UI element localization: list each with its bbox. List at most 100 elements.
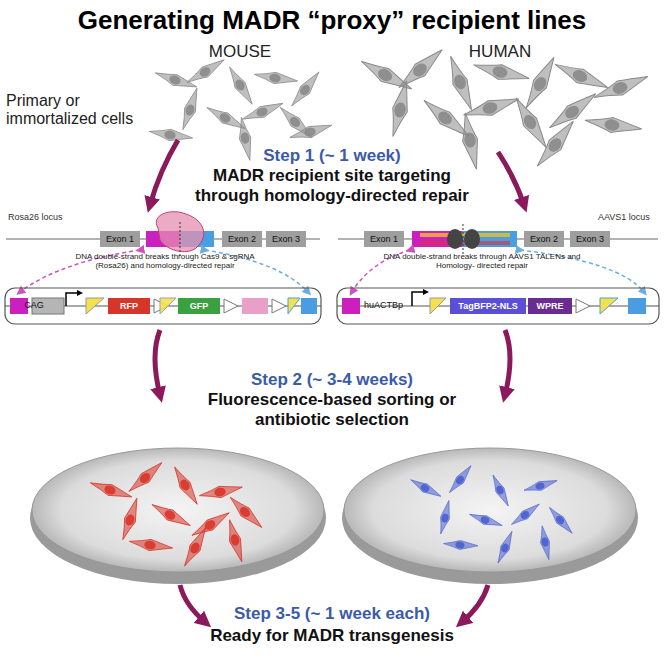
- cell-body: [458, 112, 483, 171]
- cell-body: [532, 117, 580, 171]
- exon-box: Exon 1: [364, 231, 404, 247]
- cell-nucleus: [303, 126, 316, 137]
- lox-site: [86, 298, 104, 314]
- dish-cells: [88, 459, 575, 569]
- cell: [552, 58, 610, 96]
- homology-arm: [301, 298, 317, 314]
- cell-nucleus: [411, 61, 430, 79]
- cassette: [242, 298, 268, 314]
- exon-box: Exon 2: [222, 231, 262, 247]
- step-arrow: [180, 585, 205, 622]
- cell-body: [408, 476, 442, 501]
- box-text: Exon 1: [106, 235, 134, 244]
- species-label: HUMAN: [440, 42, 560, 62]
- cell-body: [494, 530, 517, 565]
- cell-nucleus: [238, 505, 252, 519]
- cell-nucleus: [535, 482, 545, 491]
- cell: [240, 99, 285, 125]
- cell-nucleus: [436, 109, 455, 127]
- cell-nucleus: [240, 132, 250, 145]
- promoter-label: CAG: [20, 300, 48, 310]
- cell-body: [236, 116, 255, 161]
- locus-label: AAVS1 locus: [598, 212, 660, 222]
- step-description: Fluorescence-based sorting or antibiotic…: [182, 390, 482, 429]
- cell: [510, 94, 552, 151]
- cell-body: [510, 94, 552, 151]
- cell-nucleus: [298, 83, 312, 97]
- cell-body: [546, 504, 575, 536]
- cell-body: [552, 58, 610, 96]
- cell: [408, 476, 442, 501]
- step-label: Step 2 (~ 3-4 weeks): [202, 370, 462, 390]
- cell-nucleus: [481, 101, 498, 116]
- cell: [443, 539, 478, 551]
- cell-body: [189, 509, 233, 541]
- box-text: Exon 3: [576, 235, 604, 244]
- cut-site: [180, 222, 181, 256]
- cell-body: [592, 71, 651, 105]
- cell: [189, 509, 233, 541]
- cell: [125, 459, 166, 496]
- cell-body: [520, 54, 562, 111]
- cell-nucleus: [521, 113, 538, 132]
- cell: [468, 510, 503, 530]
- locus-label: Rosa26 locus: [8, 212, 98, 222]
- cell: [509, 501, 542, 528]
- cell-body: [180, 525, 212, 569]
- exon-box: Exon 3: [266, 231, 306, 247]
- cell-nucleus: [168, 74, 182, 86]
- cell-nucleus: [229, 533, 240, 546]
- cell: [523, 477, 559, 495]
- cell-nucleus: [455, 474, 466, 485]
- plasmid: [5, 288, 321, 324]
- cell-body: [446, 463, 475, 495]
- lox-site: [576, 299, 590, 313]
- cell: [180, 525, 212, 569]
- cell-nucleus: [233, 78, 246, 92]
- cell: [88, 477, 133, 503]
- cell-nucleus: [531, 75, 548, 94]
- cell-body: [443, 539, 478, 551]
- talen-nuclease: [447, 229, 463, 249]
- cell: [520, 54, 562, 111]
- cell: [546, 504, 575, 536]
- cell-body: [287, 69, 324, 110]
- cell: [532, 117, 580, 171]
- step-label: Step 1 (~ 1 week): [202, 146, 462, 166]
- cell-body: [198, 482, 243, 501]
- cell: [446, 463, 475, 495]
- box-text: TagBFP2-NLS: [458, 302, 517, 311]
- cell-nucleus: [269, 73, 282, 83]
- cell: [584, 113, 643, 138]
- step-arrow: [462, 585, 488, 622]
- cell-nucleus: [452, 73, 468, 91]
- cell-body: [444, 54, 478, 113]
- culture-dish: [344, 448, 636, 572]
- lox-site: [160, 298, 176, 314]
- reporter-box: TagBFP2-NLS: [450, 298, 526, 314]
- figure-title: Generating MADR “proxy” recipient lines: [2, 6, 662, 36]
- species-label: MOUSE: [180, 42, 300, 62]
- cell-nucleus: [455, 541, 465, 549]
- step-arrow: [505, 330, 510, 395]
- cell: [394, 45, 448, 93]
- cell: [287, 69, 324, 110]
- cell-body: [240, 99, 285, 125]
- cell-nucleus: [124, 513, 136, 527]
- cell: [149, 500, 193, 532]
- step-arrow: [155, 330, 160, 395]
- cell-nucleus: [480, 515, 491, 524]
- lox-site: [430, 298, 446, 314]
- cell: [461, 93, 520, 122]
- cell-body: [509, 501, 542, 528]
- cell-label: Primary or immortalized cells: [6, 92, 152, 129]
- cell-nucleus: [164, 130, 177, 140]
- cells: [148, 45, 650, 171]
- box-text: Exon 2: [228, 235, 256, 244]
- box-text: GFP: [190, 302, 209, 311]
- cell: [148, 126, 193, 145]
- mechanism-note: DNA double-strand breaks through Cas9 & …: [65, 252, 265, 270]
- cell-nucleus: [541, 537, 549, 547]
- cell-body: [224, 518, 246, 563]
